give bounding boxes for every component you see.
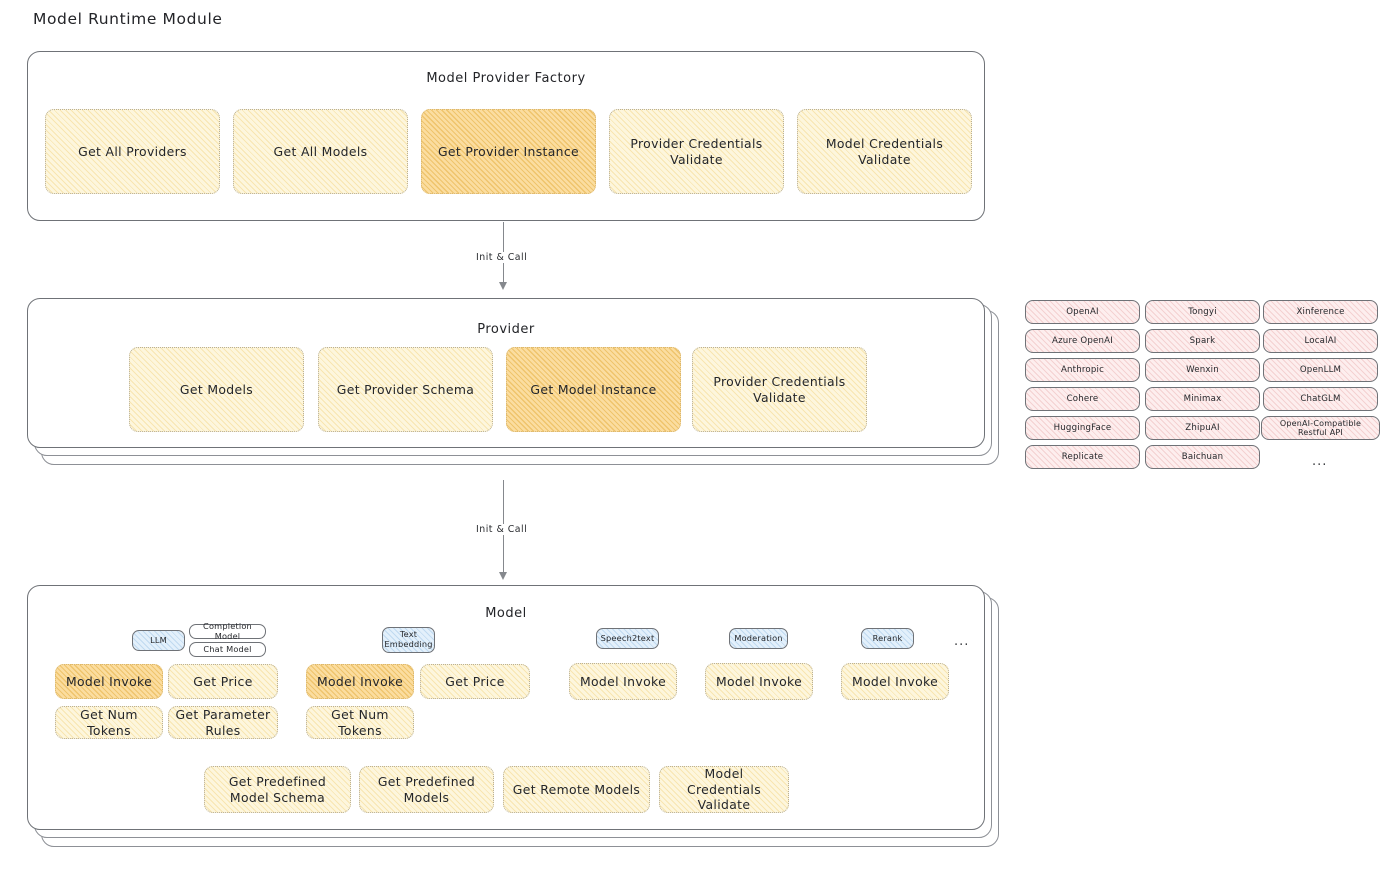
node-get-remote-models[interactable]: Get Remote Models bbox=[503, 766, 650, 813]
node-get-all-models[interactable]: Get All Models bbox=[233, 109, 408, 194]
provider-tag-openai[interactable]: OpenAI bbox=[1025, 300, 1140, 324]
node-get-all-providers[interactable]: Get All Providers bbox=[45, 109, 220, 194]
provider-tag-replicate[interactable]: Replicate bbox=[1025, 445, 1140, 469]
provider-tag-openllm[interactable]: OpenLLM bbox=[1263, 358, 1378, 382]
node-provider-credentials-validate-2[interactable]: Provider Credentials Validate bbox=[692, 347, 867, 432]
model-types-ellipsis: ... bbox=[954, 634, 970, 649]
provider-tag-spark[interactable]: Spark bbox=[1145, 329, 1260, 353]
arrow-provider-to-model-label: Init & Call bbox=[472, 524, 532, 535]
provider-tag-openai-compatible-restful-api[interactable]: OpenAI-Compatible Restful API bbox=[1261, 416, 1380, 440]
node-get-models[interactable]: Get Models bbox=[129, 347, 304, 432]
badge-llm[interactable]: LLM bbox=[132, 630, 185, 651]
provider-tag-anthropic[interactable]: Anthropic bbox=[1025, 358, 1140, 382]
node-moderation-model-invoke[interactable]: Model Invoke bbox=[705, 663, 813, 700]
provider-tag-huggingface[interactable]: HuggingFace bbox=[1025, 416, 1140, 440]
arrow-factory-to-provider-head bbox=[499, 282, 507, 290]
node-get-provider-schema[interactable]: Get Provider Schema bbox=[318, 347, 493, 432]
node-get-provider-instance[interactable]: Get Provider Instance bbox=[421, 109, 596, 194]
node-model-credentials-validate-3[interactable]: Model Credentials Validate bbox=[659, 766, 789, 813]
node-llm-get-num-tokens[interactable]: Get Num Tokens bbox=[55, 706, 163, 739]
provider-tag-azure-openai[interactable]: Azure OpenAI bbox=[1025, 329, 1140, 353]
node-llm-get-parameter-rules[interactable]: Get Parameter Rules bbox=[168, 706, 278, 739]
node-rerank-model-invoke[interactable]: Model Invoke bbox=[841, 663, 949, 700]
arrow-factory-to-provider-label: Init & Call bbox=[472, 252, 532, 263]
provider-container: Provider Get Models Get Provider Schema … bbox=[27, 298, 985, 448]
provider-tag-zhipuai[interactable]: ZhipuAI bbox=[1145, 416, 1260, 440]
model-provider-factory-container: Model Provider Factory Get All Providers… bbox=[27, 51, 985, 221]
provider-title: Provider bbox=[477, 322, 535, 337]
provider-tag-wenxin[interactable]: Wenxin bbox=[1145, 358, 1260, 382]
badge-speech2text[interactable]: Speech2text bbox=[596, 628, 659, 649]
model-container: Model LLM Completion Model Chat Model Mo… bbox=[27, 585, 985, 830]
provider-tag-tongyi[interactable]: Tongyi bbox=[1145, 300, 1260, 324]
model-provider-factory-title: Model Provider Factory bbox=[426, 71, 586, 86]
provider-tag-minimax[interactable]: Minimax bbox=[1145, 387, 1260, 411]
badge-completion-model[interactable]: Completion Model bbox=[189, 621, 266, 640]
node-text-embedding-model-invoke[interactable]: Model Invoke bbox=[306, 664, 414, 699]
provider-tag-chatglm[interactable]: ChatGLM bbox=[1263, 387, 1378, 411]
node-llm-get-price[interactable]: Get Price bbox=[168, 664, 278, 699]
node-llm-model-invoke[interactable]: Model Invoke bbox=[55, 664, 163, 699]
node-get-predefined-model-schema[interactable]: Get Predefined Model Schema bbox=[204, 766, 351, 813]
provider-tag-localai[interactable]: LocalAI bbox=[1263, 329, 1378, 353]
badge-moderation[interactable]: Moderation bbox=[729, 628, 788, 649]
node-get-model-instance[interactable]: Get Model Instance bbox=[506, 347, 681, 432]
node-get-predefined-models[interactable]: Get Predefined Models bbox=[359, 766, 494, 813]
badge-rerank[interactable]: Rerank bbox=[861, 628, 914, 649]
provider-tag-cohere[interactable]: Cohere bbox=[1025, 387, 1140, 411]
provider-tag-xinference[interactable]: Xinference bbox=[1263, 300, 1378, 324]
provider-list-ellipsis: ... bbox=[1312, 454, 1328, 469]
model-title: Model bbox=[485, 606, 527, 621]
badge-chat-model[interactable]: Chat Model bbox=[189, 642, 266, 657]
node-text-embedding-get-price[interactable]: Get Price bbox=[420, 664, 530, 699]
node-model-credentials-validate[interactable]: Model Credentials Validate bbox=[797, 109, 972, 194]
node-provider-credentials-validate[interactable]: Provider Credentials Validate bbox=[609, 109, 784, 194]
node-text-embedding-get-num-tokens[interactable]: Get Num Tokens bbox=[306, 706, 414, 739]
badge-text-embedding[interactable]: Text Embedding bbox=[382, 627, 435, 653]
arrow-provider-to-model-head bbox=[499, 572, 507, 580]
node-speech2text-model-invoke[interactable]: Model Invoke bbox=[569, 663, 677, 700]
provider-tag-baichuan[interactable]: Baichuan bbox=[1145, 445, 1260, 469]
page-title: Model Runtime Module bbox=[33, 10, 223, 28]
